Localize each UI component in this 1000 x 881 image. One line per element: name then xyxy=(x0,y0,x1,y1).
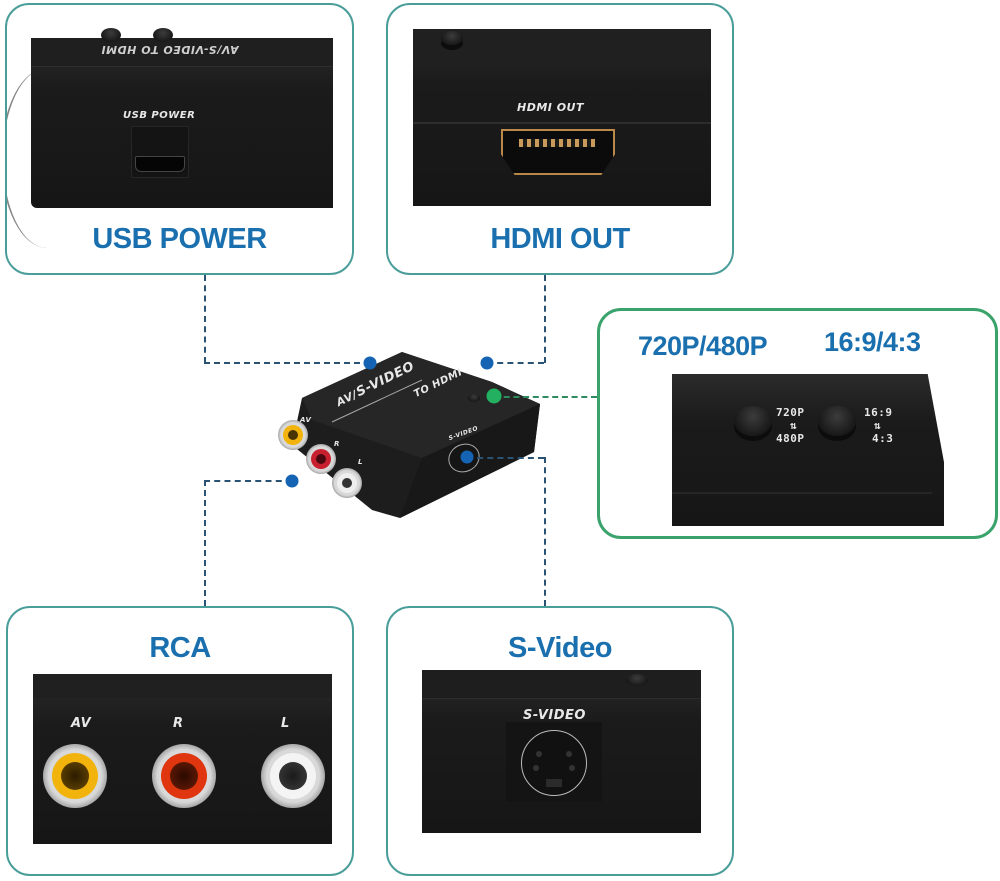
device-lower-edge xyxy=(672,492,932,494)
device-divider-line xyxy=(413,122,711,124)
connector-line-hdmi-vertical xyxy=(544,275,546,363)
usb-power-title: USB POWER xyxy=(92,223,267,255)
connector-line-rca-horizontal xyxy=(204,480,292,482)
hdmi-out-title: HDMI OUT xyxy=(490,223,630,255)
switch-button-icon xyxy=(626,674,648,686)
connector-line-svideo-horizontal xyxy=(467,457,544,459)
rca-side-device-image: AV R L xyxy=(33,674,332,844)
svideo-device-label: S-VIDEO xyxy=(523,708,586,723)
rca-marker-dot xyxy=(285,474,299,488)
usb-power-panel: AV/S-VIDEO TO HDMI USB POWER USB POWER xyxy=(5,3,354,275)
switch-button-icon xyxy=(441,31,463,45)
usb-power-device-label: USB POWER xyxy=(123,110,196,121)
hdmi-out-panel: HDMI OUT HDMI OUT xyxy=(386,3,734,275)
rca-title: RCA xyxy=(149,632,211,664)
center-jack-label-av: AV xyxy=(300,416,312,424)
switch-button-icon xyxy=(101,28,121,42)
resolution-title: 720P/480P xyxy=(638,331,768,361)
device-top-edge xyxy=(33,674,332,698)
switches-panel: 720P/480P 16:9/4:3 720P ⇅ 480P 16:9 ⇅ 4:… xyxy=(597,308,998,539)
switch-button-icon xyxy=(153,28,173,42)
device-top-edge xyxy=(422,670,701,699)
hdmi-pins xyxy=(519,139,595,147)
jack-label-l: L xyxy=(281,716,290,731)
usb-power-marker-dot xyxy=(363,356,377,370)
connector-line-hdmi-horizontal xyxy=(487,362,544,364)
mirrored-device-label: AV/S-VIDEO TO HDMI xyxy=(101,43,239,56)
hdmi-port-icon xyxy=(501,129,615,175)
svideo-panel: S-Video S-VIDEO xyxy=(386,606,734,876)
svideo-port-icon xyxy=(521,730,587,796)
aspect-option-bottom: 4:3 xyxy=(872,432,894,445)
connector-line-svideo-vertical xyxy=(544,457,546,606)
jack-color-ring xyxy=(161,753,207,799)
center-rca-yellow-icon xyxy=(278,420,308,450)
aspect-ratio-title: 16:9/4:3 xyxy=(824,327,921,357)
device-top-edge xyxy=(413,29,711,61)
jack-color-ring xyxy=(270,753,316,799)
resolution-toggle-arrows-icon: ⇅ xyxy=(790,419,798,432)
jack-label-r: R xyxy=(173,716,184,731)
jack-color-ring xyxy=(52,753,98,799)
side-curve-shadow xyxy=(7,68,93,248)
connector-line-usb-vertical xyxy=(204,275,206,363)
svideo-marker-dot xyxy=(460,450,474,464)
center-jack-label-r: R xyxy=(334,440,340,448)
switches-marker-dot xyxy=(486,388,502,404)
hdmi-out-device-label: HDMI OUT xyxy=(517,101,584,114)
hdmi-side-device-image: HDMI OUT xyxy=(413,29,711,206)
rca-jack-white-icon xyxy=(261,744,325,808)
resolution-switch-button xyxy=(734,406,772,436)
resolution-option-bottom: 480P xyxy=(776,432,805,445)
connector-line-rca-vertical xyxy=(204,480,206,606)
center-converter-device: AV/ S-VIDEO TO HDMI AV R L S-VIDEO xyxy=(272,340,542,520)
connector-line-usb-horizontal xyxy=(204,362,370,364)
usb-side-device-image: AV/S-VIDEO TO HDMI USB POWER xyxy=(31,28,333,208)
rca-jack-red-icon xyxy=(152,744,216,808)
resolution-option-top: 720P xyxy=(776,406,805,419)
micro-usb-port-icon xyxy=(135,156,185,172)
device-top-edge xyxy=(31,38,333,67)
switches-device-image: 720P ⇅ 480P 16:9 ⇅ 4:3 xyxy=(672,374,944,526)
center-rca-red-icon xyxy=(306,444,336,474)
svideo-port-recess xyxy=(506,722,602,802)
center-switch-button-icon xyxy=(468,394,480,402)
svideo-title: S-Video xyxy=(508,632,612,664)
center-jack-label-l: L xyxy=(358,458,363,466)
aspect-toggle-arrows-icon: ⇅ xyxy=(874,419,882,432)
hdmi-out-marker-dot xyxy=(480,356,494,370)
rca-panel: RCA AV R L xyxy=(6,606,354,876)
rca-jack-yellow-icon xyxy=(43,744,107,808)
jack-label-av: AV xyxy=(71,716,92,731)
aspect-option-top: 16:9 xyxy=(864,406,893,419)
svideo-side-device-image: S-VIDEO xyxy=(422,670,701,833)
aspect-ratio-switch-button xyxy=(818,406,856,436)
connector-line-switches xyxy=(494,396,597,398)
center-rca-white-icon xyxy=(332,468,362,498)
